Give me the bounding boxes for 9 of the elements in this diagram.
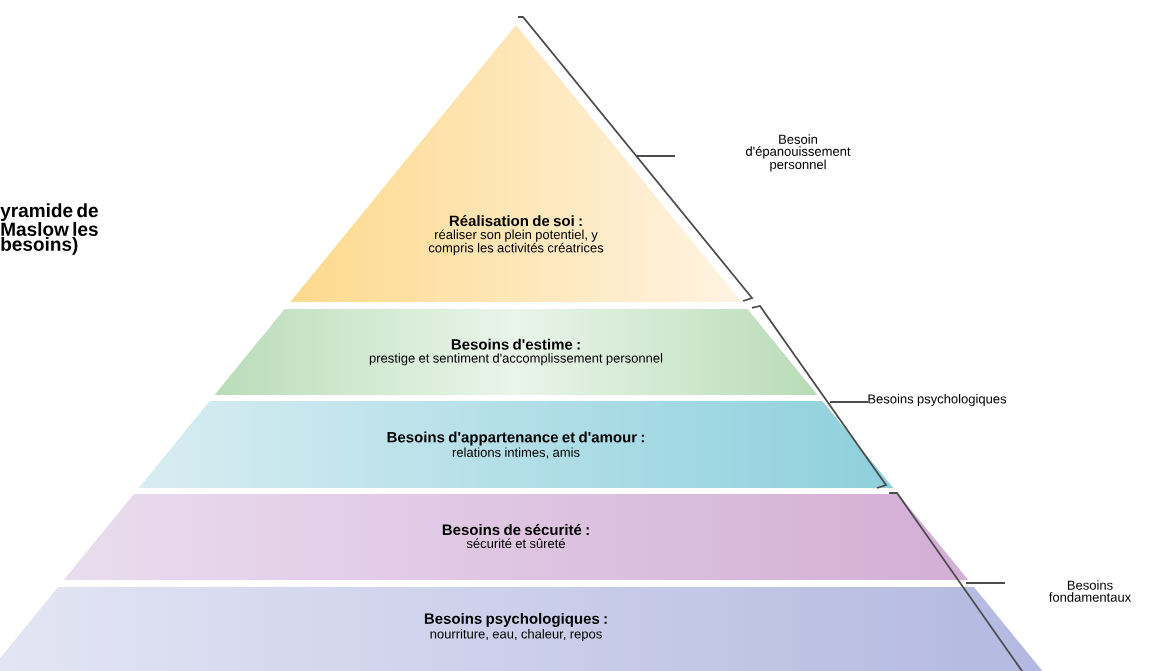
pyramid-level: Besoins d'estime : prestige et sentiment d'accomplissement personnel: [369, 338, 663, 366]
pyramid-level: Besoins psychologiques : nourriture, eau, chaleur, repos: [424, 612, 607, 642]
bracket-label: Besoins psychologiques: [868, 393, 1007, 407]
bracket-label: Besoins fondamentaux: [1049, 580, 1132, 602]
pyramid-level: Réalisation de soi : réaliser son plein potentiel, y compris les activités créatrices: [428, 215, 604, 255]
pyramid-level: Besoins d'appartenance et d'amour : relations intimes, amis: [387, 431, 644, 459]
title: yramide de Maslow les besoins): [0, 203, 98, 255]
pyramid-level: Besoins de sécurité : sécurité et sûreté: [442, 523, 589, 549]
bracket-label: Besoin d'épanouissement personnel: [746, 134, 851, 172]
